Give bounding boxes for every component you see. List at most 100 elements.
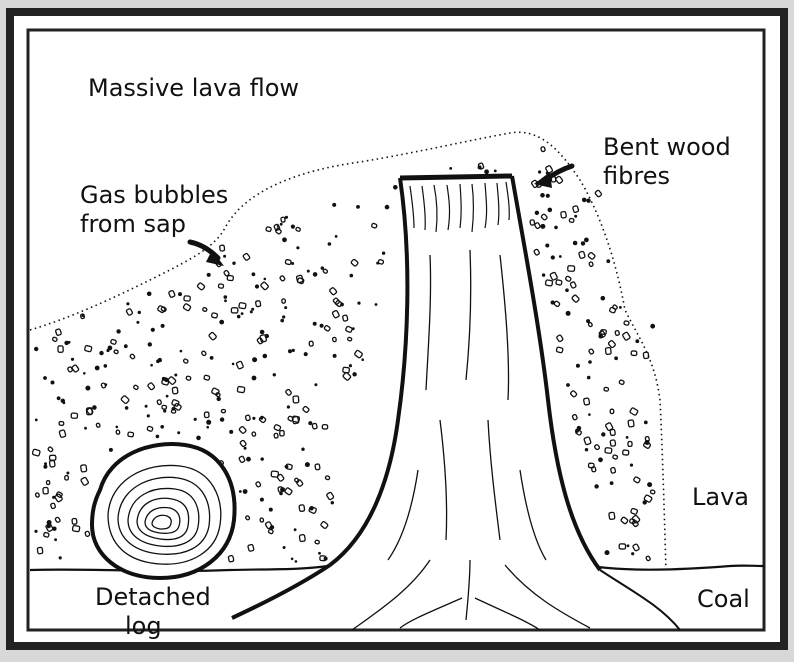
gas-bubble <box>95 366 100 371</box>
gas-bubble <box>34 347 38 351</box>
gas-bubble <box>308 421 312 425</box>
gas-bubble <box>125 406 129 410</box>
gas-bubble <box>282 315 285 318</box>
gas-bubble <box>283 546 286 549</box>
gas-bubble <box>285 216 288 219</box>
gas-bubble <box>357 302 360 305</box>
gas-bubble <box>307 270 310 273</box>
gas-bubble <box>382 252 385 255</box>
gas-bubble <box>586 319 590 323</box>
gas-bubble <box>494 170 497 173</box>
gas-bubble <box>224 299 227 302</box>
gas-bubble <box>270 525 274 529</box>
gas-bubble <box>223 255 226 258</box>
gas-bubble <box>385 205 390 210</box>
gas-bubble <box>318 552 321 555</box>
gas-bubble <box>237 315 241 319</box>
gas-bubble <box>244 447 247 450</box>
gas-bubble <box>320 324 324 328</box>
gas-bubble <box>85 386 90 391</box>
gas-bubble <box>610 481 614 485</box>
gas-bubble <box>260 330 265 335</box>
gas-bubble <box>178 292 182 296</box>
gas-bubble <box>393 185 398 190</box>
label-gas-bubbles-line1: Gas bubbles <box>80 181 228 209</box>
gas-bubble <box>64 341 68 345</box>
gas-bubble <box>313 322 317 326</box>
gas-bubble <box>540 224 545 229</box>
gas-bubble <box>44 462 47 465</box>
gas-bubble <box>566 311 571 316</box>
gas-bubble <box>124 344 128 348</box>
gas-bubble <box>305 462 310 467</box>
gas-bubble <box>273 373 276 376</box>
gas-bubble <box>99 351 103 355</box>
gas-bubble <box>587 376 591 380</box>
gas-bubble <box>156 435 160 439</box>
gas-bubble <box>584 238 589 243</box>
gas-bubble <box>626 436 629 439</box>
gas-bubble <box>333 354 337 358</box>
gas-bubble <box>304 352 308 356</box>
gas-bubble <box>252 417 255 420</box>
gas-bubble <box>361 358 364 361</box>
gas-bubble <box>219 320 224 325</box>
gas-bubble <box>34 530 37 533</box>
gas-bubble <box>538 170 541 173</box>
gas-bubble <box>126 302 129 305</box>
gas-bubble <box>138 311 141 314</box>
gas-bubble <box>576 364 580 368</box>
gas-bubble <box>145 405 148 408</box>
gas-bubble <box>647 482 652 487</box>
gas-bubble <box>294 528 297 531</box>
gas-bubble <box>291 558 294 561</box>
gas-bubble <box>220 417 224 421</box>
gas-bubble <box>542 273 545 276</box>
gas-bubble <box>545 244 549 248</box>
gas-bubble <box>350 274 354 278</box>
gas-bubble <box>84 427 87 430</box>
gas-bubble <box>54 538 57 541</box>
gas-bubble <box>601 296 606 301</box>
gas-bubble <box>546 194 550 198</box>
gas-bubble <box>104 364 108 368</box>
gas-bubble <box>260 498 264 502</box>
gas-bubble <box>582 198 587 203</box>
gas-bubble <box>484 169 489 174</box>
gas-bubble <box>535 211 539 215</box>
gas-bubble <box>548 208 553 213</box>
gas-bubble <box>92 405 97 410</box>
gas-bubble <box>606 259 610 263</box>
gas-bubble <box>150 364 153 367</box>
gas-bubble <box>284 306 287 309</box>
gas-bubble <box>588 413 591 416</box>
label-massive-lava-flow: Massive lava flow <box>88 74 299 102</box>
gas-bubble <box>581 241 585 245</box>
label-detached-line2: log <box>125 612 162 640</box>
gas-bubble <box>217 397 221 401</box>
gas-bubble <box>252 272 256 276</box>
gas-bubble <box>59 556 62 559</box>
gas-bubble <box>619 306 622 309</box>
gas-bubble <box>288 349 292 353</box>
gas-bubble <box>349 364 352 367</box>
gas-bubble <box>332 203 336 207</box>
gas-bubble <box>269 508 273 512</box>
gas-bubble <box>313 272 318 277</box>
gas-bubble <box>282 237 287 242</box>
gas-bubble <box>255 284 259 288</box>
gas-bubble <box>614 356 618 360</box>
gas-bubble <box>292 349 295 352</box>
label-detached-line1: Detached <box>95 583 211 611</box>
gas-bubble <box>280 223 283 226</box>
gas-bubble <box>252 376 257 381</box>
gas-bubble <box>566 383 570 387</box>
gas-bubble <box>296 246 299 249</box>
label-lava: Lava <box>692 483 749 511</box>
gas-bubble <box>194 418 197 421</box>
gas-bubble <box>71 358 74 361</box>
gas-bubble <box>196 436 201 441</box>
gas-bubble <box>163 409 166 412</box>
gas-bubble <box>147 414 150 417</box>
